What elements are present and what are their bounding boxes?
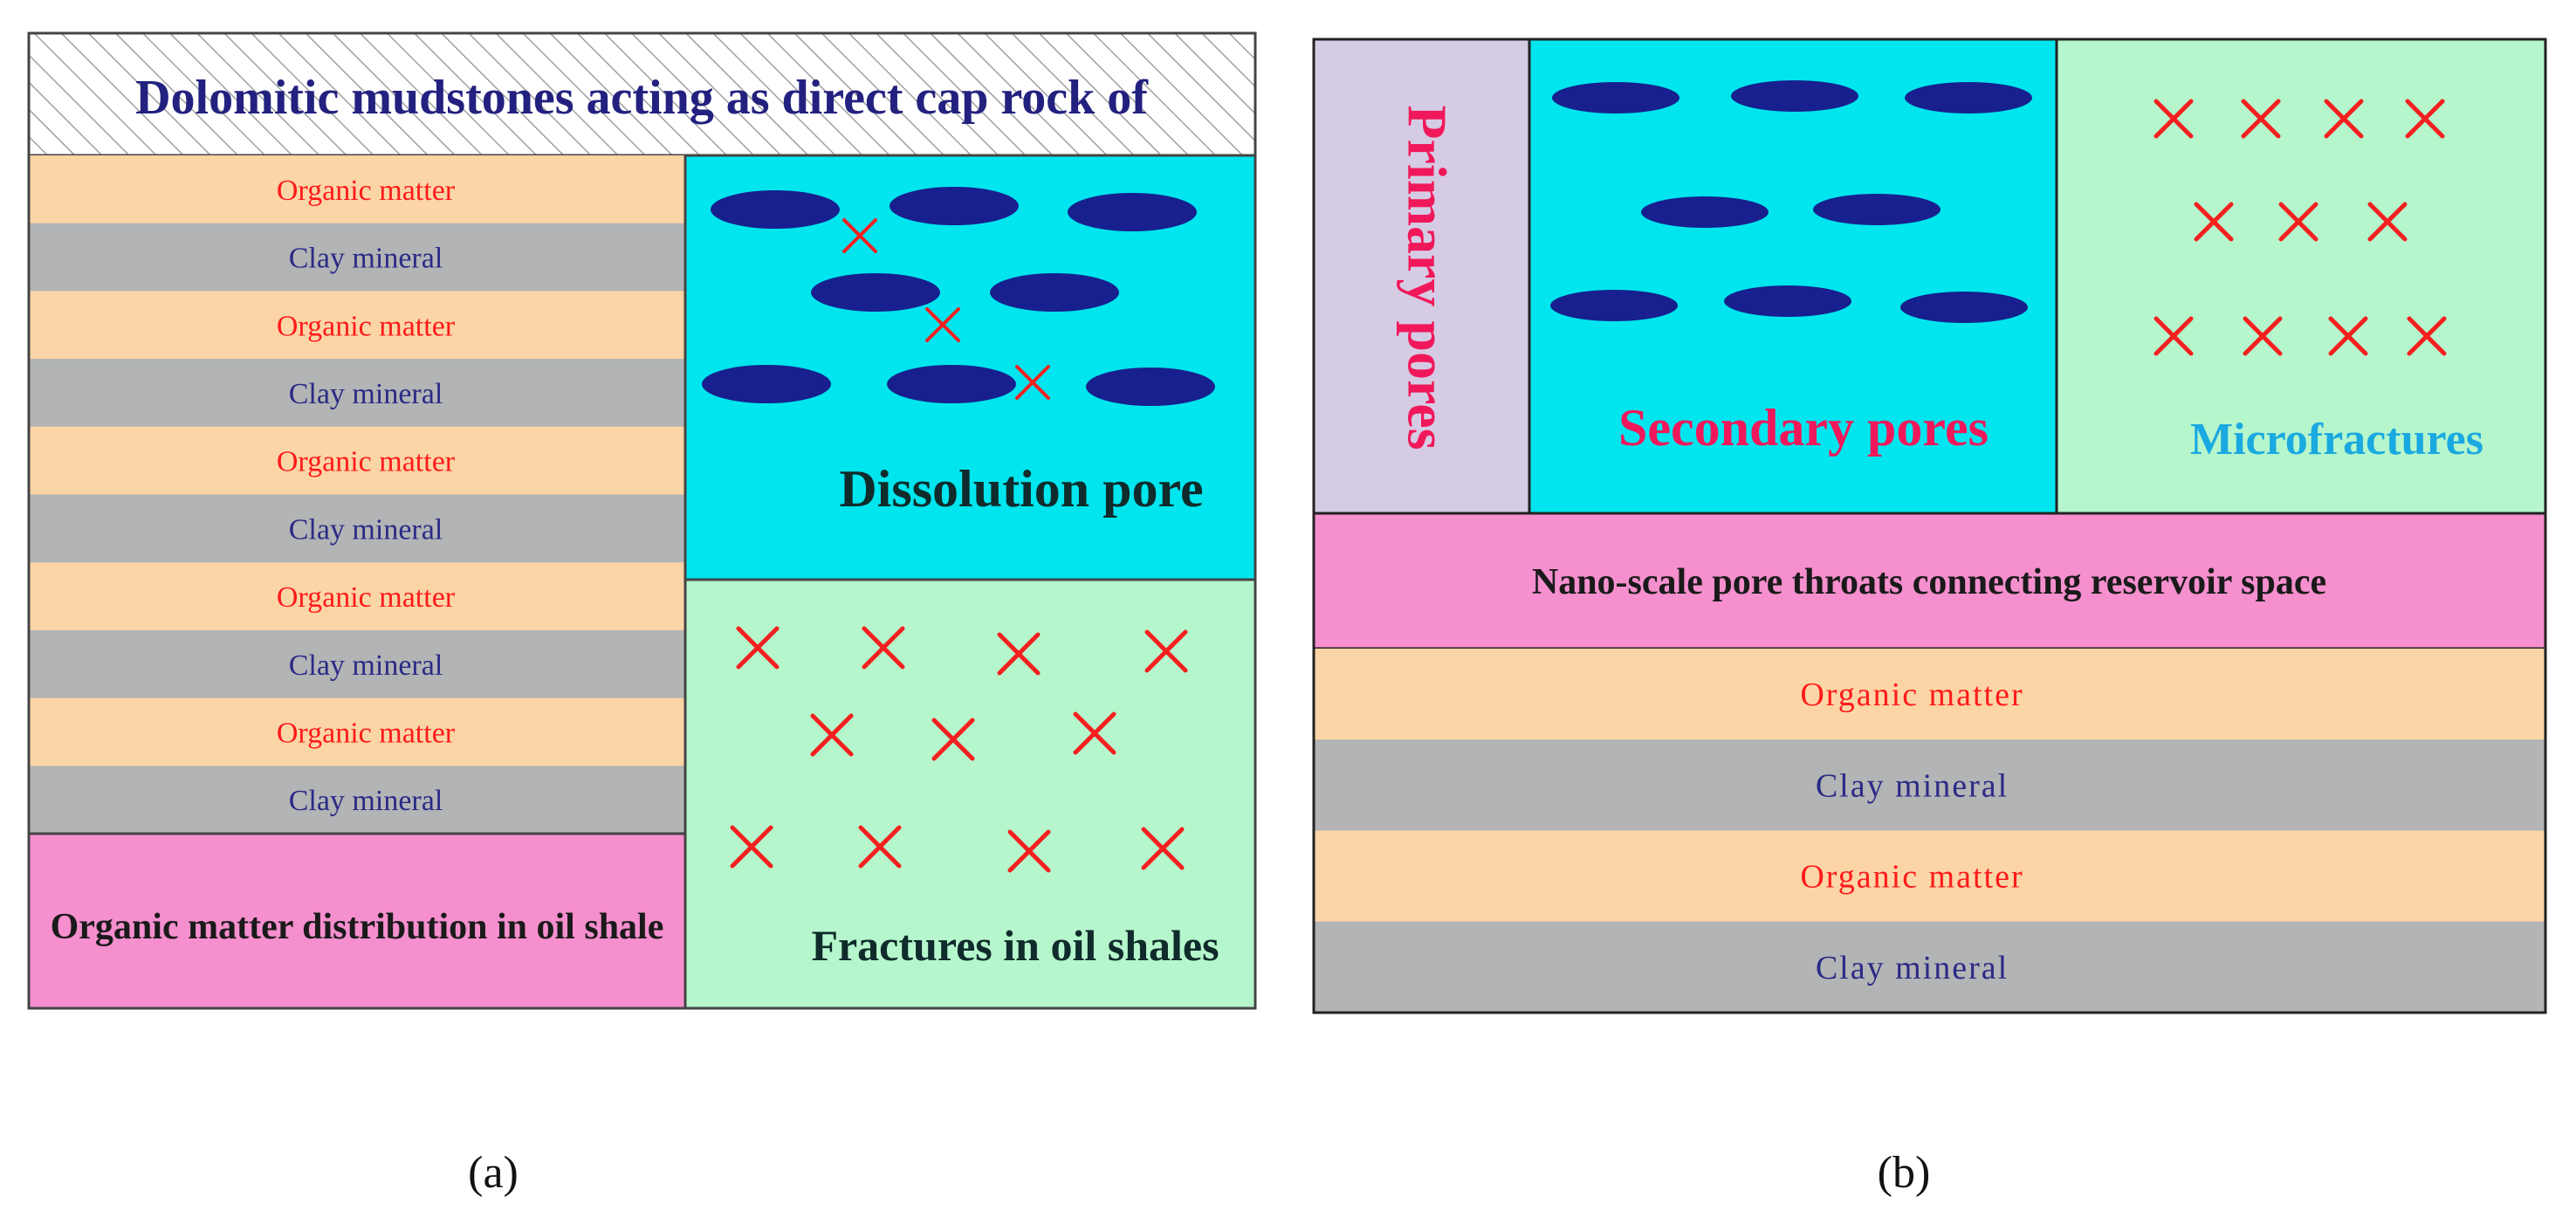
secondary-pores xyxy=(1550,80,2032,323)
ellipse-pore-icon xyxy=(990,273,1119,312)
cross-fracture-icon xyxy=(1073,711,1116,755)
clay-mineral-layer xyxy=(29,494,685,563)
cross-fracture-icon xyxy=(2154,316,2194,356)
clay-mineral-layer xyxy=(29,359,685,428)
dissolution-crosses xyxy=(842,218,1050,400)
layer-label: Clay mineral xyxy=(289,513,443,546)
cross-fracture-icon xyxy=(2241,99,2281,139)
nano-label: Nano-scale pore throats connecting reser… xyxy=(1532,562,2326,602)
cross-fracture-icon xyxy=(2154,99,2194,139)
layer-label: Clay mineral xyxy=(289,378,443,410)
cross-fracture-icon xyxy=(1007,829,1051,873)
cross-fracture-icon xyxy=(2278,202,2318,242)
ellipse-pore-icon xyxy=(1552,82,1680,113)
ellipse-pore-icon xyxy=(1813,194,1941,225)
dissolution-label: Dissolution pore xyxy=(839,460,1203,518)
cross-fracture-icon xyxy=(931,718,975,761)
cross-fracture-icon xyxy=(997,632,1041,676)
ellipse-pore-icon xyxy=(1731,80,1858,112)
layer-label: Clay mineral xyxy=(1816,950,2009,986)
ellipse-pore-icon xyxy=(1905,82,2032,113)
ellipse-pore-icon xyxy=(890,187,1019,225)
nano-box xyxy=(1312,512,2547,650)
fractures-box xyxy=(683,578,1257,1010)
cross-fracture-icon xyxy=(1141,827,1185,870)
layer-label: Clay mineral xyxy=(289,785,443,817)
microfractures-label: Microfractures xyxy=(2190,415,2483,464)
cap-rock-box xyxy=(27,31,1257,157)
cross-fracture-icon xyxy=(1144,629,1188,673)
cross-fracture-icon xyxy=(2194,202,2234,242)
cross-fracture-icon xyxy=(736,626,780,670)
cross-fracture-icon xyxy=(858,825,902,869)
cross-fracture-icon xyxy=(2328,316,2368,356)
clay-mineral-layer xyxy=(29,766,685,835)
layer-label: Organic matter xyxy=(277,175,456,207)
fractures-label: Fractures in oil shales xyxy=(811,921,1219,970)
microfracture-crosses xyxy=(2154,99,2447,356)
ellipse-pore-icon xyxy=(1550,290,1678,321)
panel-a: Dolomitic mudstones acting as direct cap… xyxy=(27,31,1257,1010)
organic-matter-layer xyxy=(29,291,685,360)
cross-fracture-icon xyxy=(2243,316,2283,356)
secondary-label: Secondary pores xyxy=(1618,399,1989,457)
ellipse-pore-icon xyxy=(811,273,940,312)
caption-b: (b) xyxy=(1878,1148,1931,1198)
caption-a: (a) xyxy=(468,1148,519,1198)
organic-matter-layer xyxy=(1314,649,2545,740)
cross-fracture-icon xyxy=(925,307,960,342)
cross-fracture-icon xyxy=(810,713,854,757)
organic-matter-layer xyxy=(1314,830,2545,923)
organic-matter-layer xyxy=(29,562,685,631)
cross-fracture-icon xyxy=(2405,99,2445,139)
panel-a-border xyxy=(27,31,1257,1010)
primary-label: Primary pores xyxy=(1396,105,1458,450)
microfractures-box xyxy=(2055,38,2547,515)
layer-label: Clay mineral xyxy=(289,243,443,275)
layer-label: Organic matter xyxy=(277,446,456,478)
organic-matter-layer xyxy=(29,426,685,495)
ellipse-pore-icon xyxy=(887,365,1016,403)
layer-label: Organic matter xyxy=(277,717,456,749)
layer-label: Clay mineral xyxy=(289,649,443,682)
cross-fracture-icon xyxy=(862,626,905,670)
layer-label: Organic matter xyxy=(277,310,456,342)
panel-b-border xyxy=(1312,38,2547,1014)
layer-label: Clay mineral xyxy=(1816,767,2009,804)
cap-rock-label: Dolomitic mudstones acting as direct cap… xyxy=(135,71,1149,125)
cross-fracture-icon xyxy=(1015,365,1050,400)
fracture-crosses xyxy=(730,626,1188,873)
ellipse-pore-icon xyxy=(1086,368,1215,406)
cross-fracture-icon xyxy=(2324,99,2364,139)
layer-label: Organic matter xyxy=(277,581,456,614)
cross-fracture-icon xyxy=(2367,202,2408,242)
secondary-box xyxy=(1528,38,2058,515)
ellipse-pore-icon xyxy=(1900,292,2028,323)
primary-box xyxy=(1312,38,1531,515)
clay-mineral-layer xyxy=(29,223,685,292)
cross-fracture-icon xyxy=(2407,316,2447,356)
layer-label: Organic matter xyxy=(1800,677,2023,713)
distribution-label: Organic matter distribution in oil shale xyxy=(51,907,664,947)
layer-label: Organic matter xyxy=(1800,859,2023,896)
ellipse-pore-icon xyxy=(1641,196,1769,228)
cross-fracture-icon xyxy=(730,825,773,869)
cross-fracture-icon xyxy=(842,218,877,253)
organic-matter-layer xyxy=(29,697,685,766)
panel-b: Primary pores Secondary pores Microfract… xyxy=(1312,38,2547,1014)
clay-mineral-layer xyxy=(1314,739,2545,831)
clay-mineral-layer xyxy=(29,629,685,699)
ellipse-pore-icon xyxy=(711,190,840,229)
ellipse-pore-icon xyxy=(1724,285,1851,317)
ellipse-pore-icon xyxy=(1068,193,1197,231)
organic-matter-layer xyxy=(29,155,685,224)
clay-mineral-layer xyxy=(1314,921,2545,1013)
ellipse-pore-icon xyxy=(702,365,831,403)
dissolution-pores xyxy=(702,187,1215,406)
